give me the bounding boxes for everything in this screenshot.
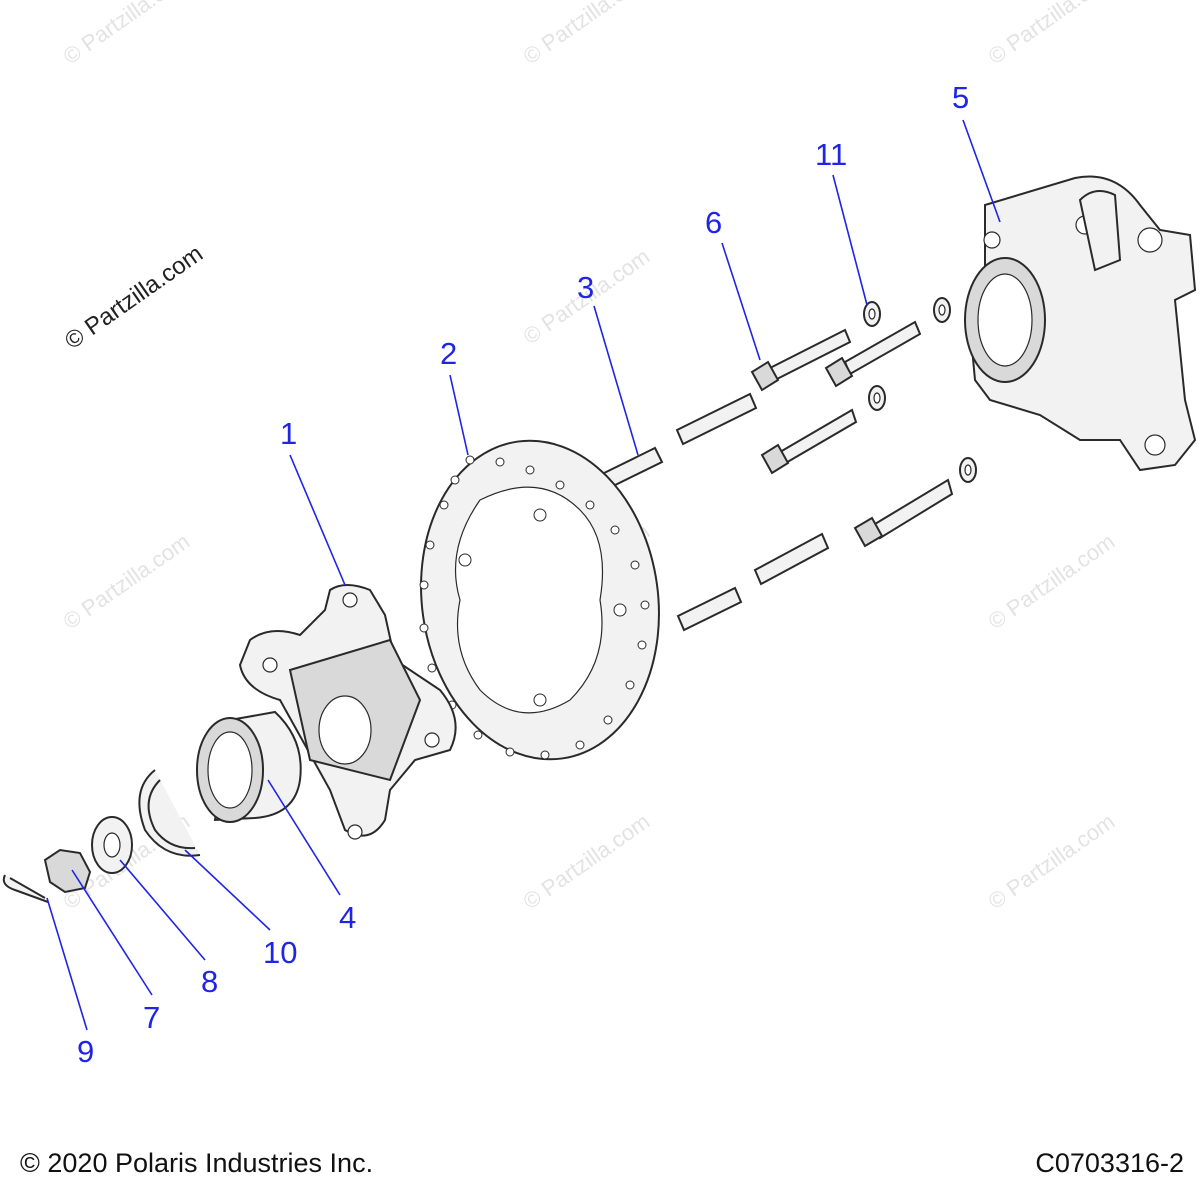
wheel-bearing [196, 710, 302, 823]
callout-1[interactable]: 1 [280, 416, 297, 451]
watermark: © Partzilla.com [984, 0, 1120, 69]
rotor-holes [419, 455, 650, 760]
callout-9[interactable]: 9 [77, 1034, 94, 1069]
site-watermark: © Partzilla.com [60, 240, 208, 355]
snap-ring [138, 769, 201, 857]
bolts [750, 320, 954, 548]
watermark: © Partzilla.com [59, 0, 195, 69]
callout-5[interactable]: 5 [952, 80, 969, 115]
callout-11[interactable]: 11 [815, 137, 847, 172]
studs [598, 392, 830, 632]
brake-rotor [419, 439, 660, 761]
watermark: © Partzilla.com [984, 529, 1120, 635]
callout-2[interactable]: 2 [440, 336, 457, 371]
cotter-pin [2, 874, 49, 903]
callout-4[interactable]: 4 [339, 900, 356, 935]
callout-6[interactable]: 6 [705, 205, 722, 240]
watermark: © Partzilla.com [519, 809, 655, 915]
callout-7[interactable]: 7 [143, 1000, 160, 1035]
callout-3[interactable]: 3 [577, 270, 594, 305]
callouts: 1 2 3 4 5 6 7 8 9 10 11 [77, 80, 969, 1069]
watermark: © Partzilla.com [519, 0, 655, 69]
leader-lines [46, 119, 1001, 1031]
callout-8[interactable]: 8 [201, 964, 218, 999]
callout-10[interactable]: 10 [263, 935, 297, 970]
copyright-notice: © 2020 Polaris Industries Inc. [20, 1148, 374, 1178]
knuckle-part [964, 175, 1197, 472]
diagram-code: C0703316-2 [1035, 1148, 1184, 1178]
washers [863, 297, 977, 483]
wheel-hub [238, 584, 457, 840]
castle-nut [43, 848, 92, 894]
watermark: © Partzilla.com [984, 809, 1120, 915]
watermark: © Partzilla.com [59, 529, 195, 635]
flat-washer [91, 816, 133, 874]
